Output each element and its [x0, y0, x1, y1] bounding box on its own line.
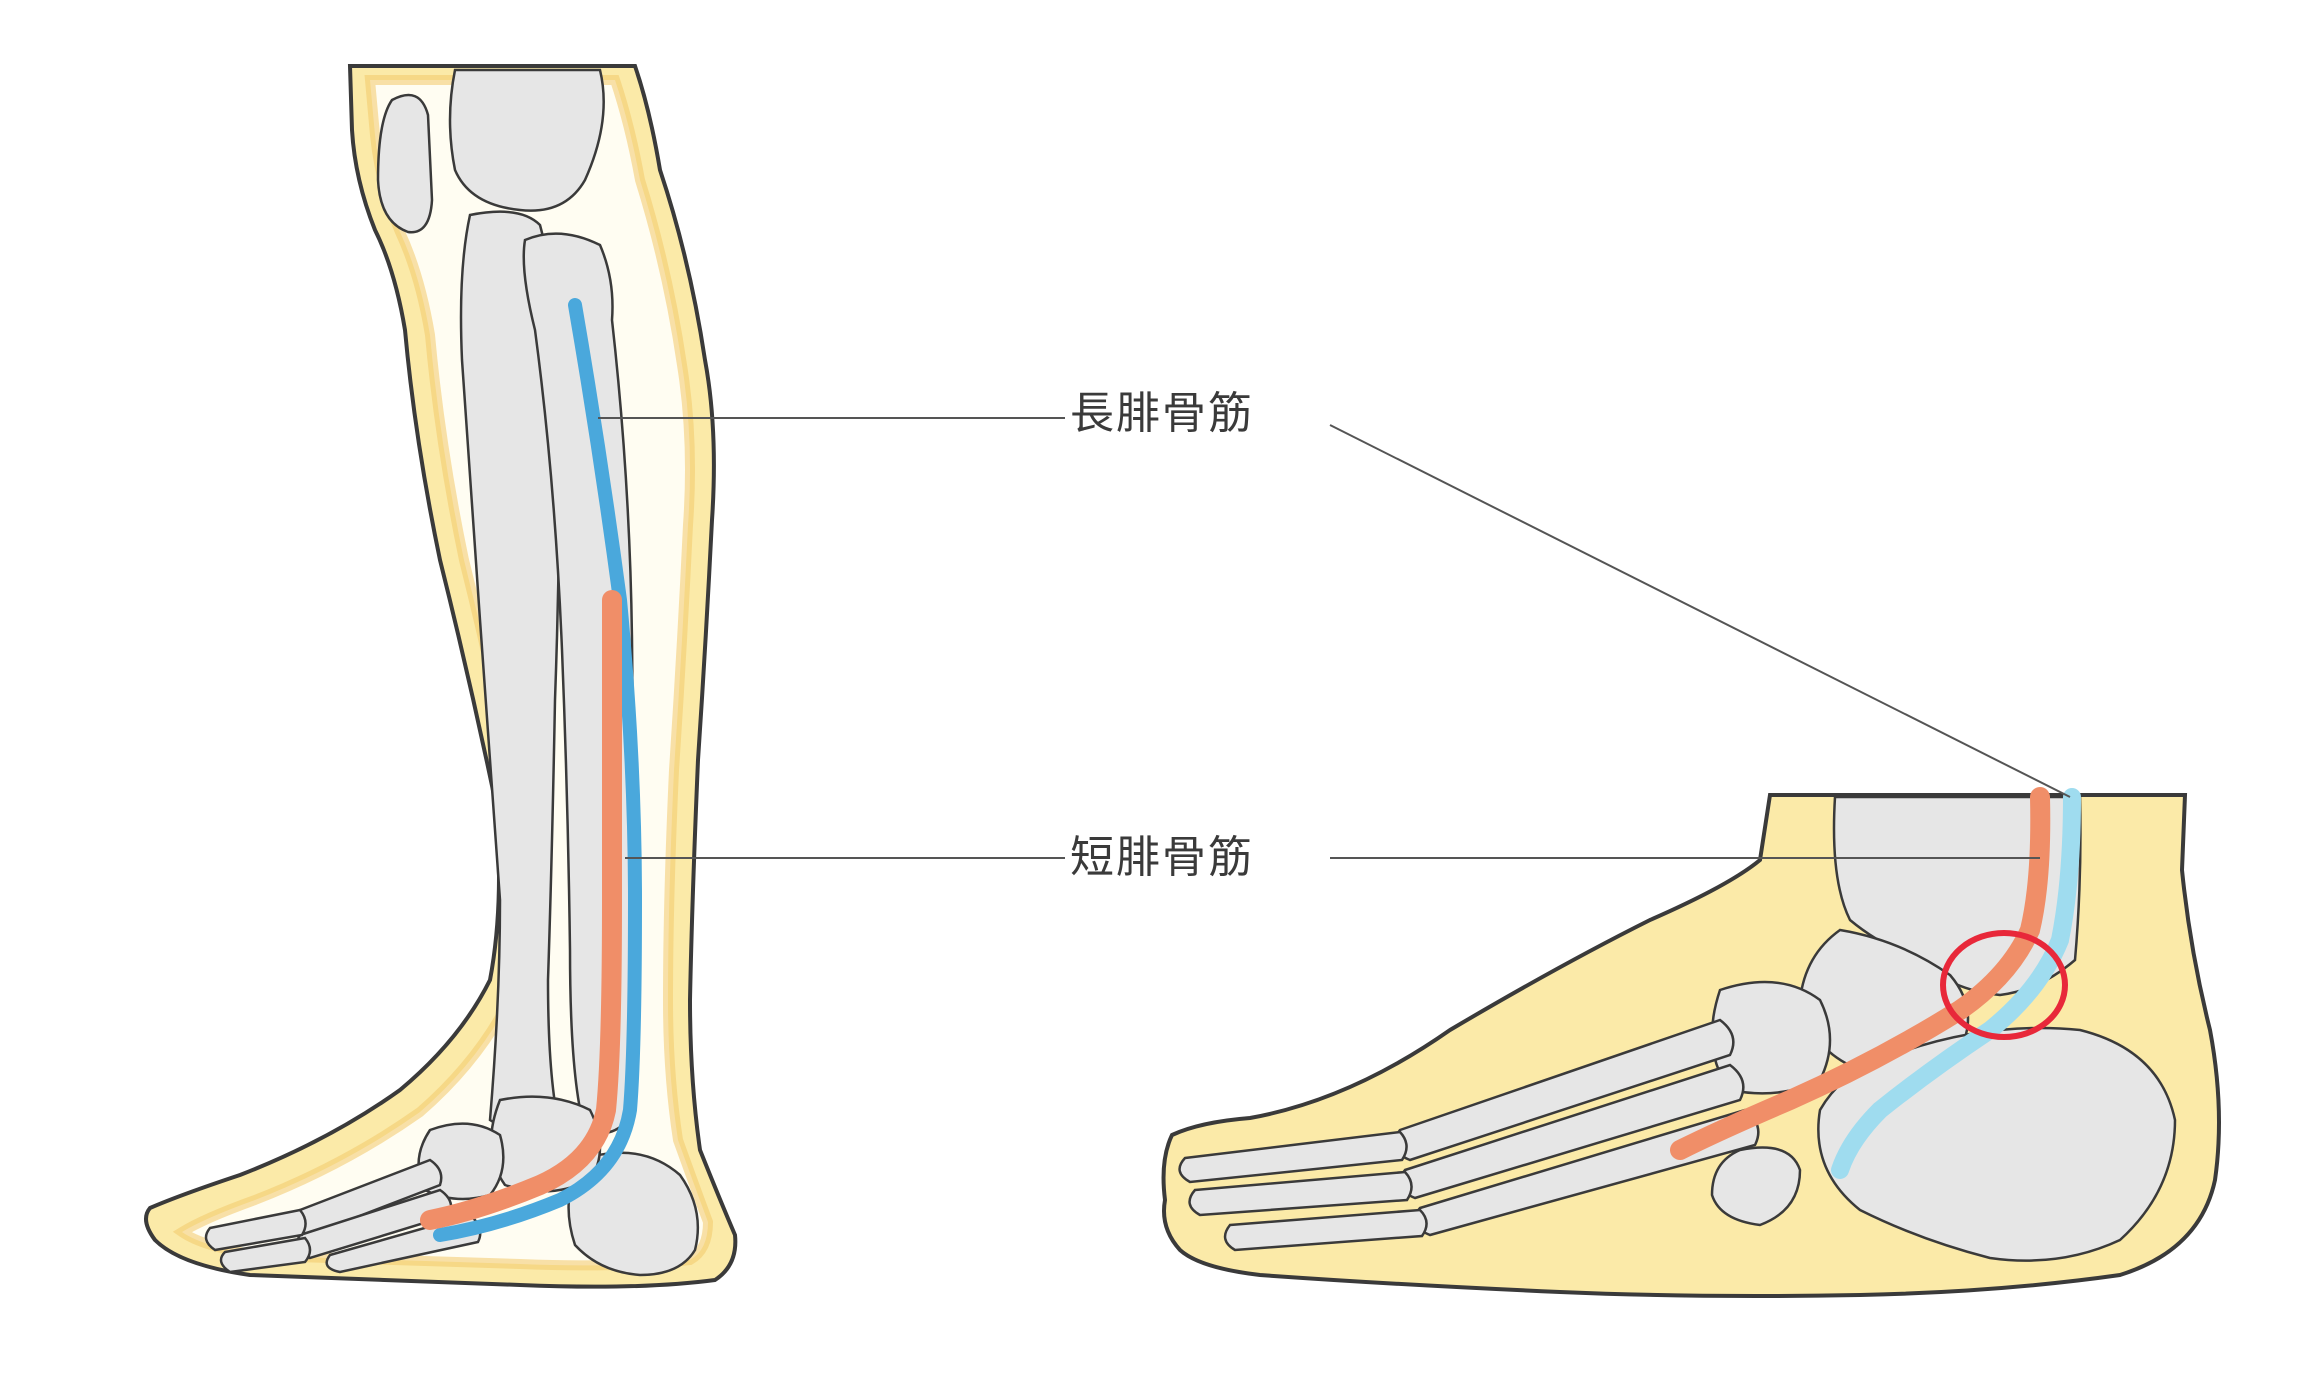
foot-phalanx-bone: [1223, 1208, 1428, 1252]
peroneus-longus-tendon: [433, 298, 643, 1242]
foot-cuboid-bone: [1710, 1146, 1802, 1227]
calcaneus-bone: [567, 1151, 700, 1277]
peroneus-brevis-label: 短腓骨筋: [1070, 832, 1254, 883]
foot-view: [1161, 787, 2221, 1298]
leg-view: [144, 64, 738, 1289]
patella-bone: [376, 93, 434, 234]
foot-peroneus-brevis-tendon: [1670, 787, 2051, 1160]
phalanx-bone: [219, 1236, 312, 1274]
highlight-circle: [1940, 930, 2068, 1040]
phalanx-bone: [204, 1208, 307, 1252]
foot-phalanx-bone: [1178, 1130, 1408, 1184]
foot-peroneus-longus-tendon: [1831, 788, 2081, 1179]
leader-line-longus-foot: [1329, 424, 2071, 798]
leader-lines: [598, 417, 2071, 859]
peroneus-brevis-tendon: [420, 590, 623, 1230]
femur-condyle-bone: [448, 68, 605, 212]
peroneus-longus-label: 長腓骨筋: [1070, 388, 1254, 439]
foot-phalanx-bone: [1188, 1170, 1413, 1217]
